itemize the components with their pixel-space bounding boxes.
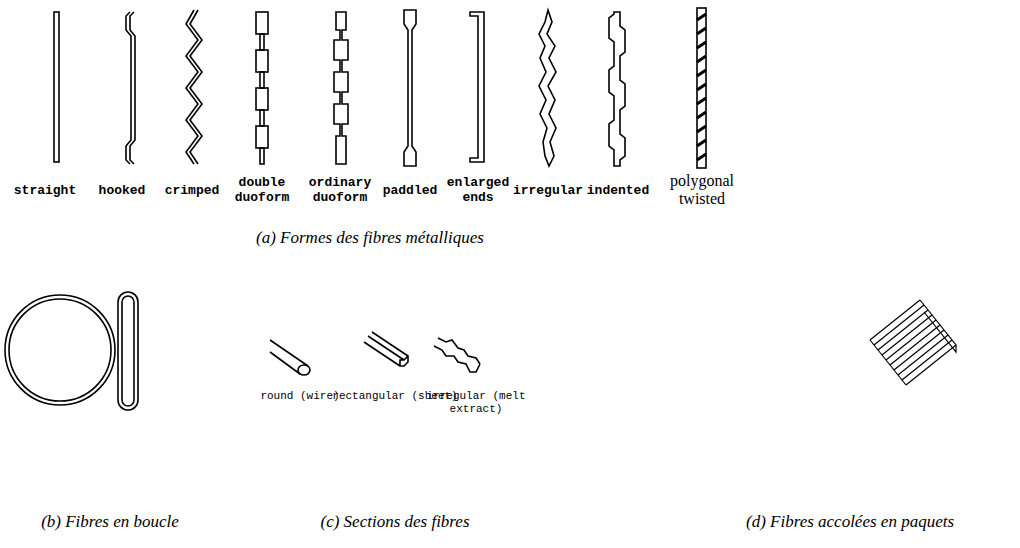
loop-fiber-circle: [5, 295, 115, 405]
fiber-shape-name: enlarged ends: [438, 176, 518, 206]
crimped-fiber: [186, 10, 202, 164]
loop-fiber-oval: [118, 292, 138, 410]
paddled-fiber: [404, 10, 416, 166]
polygonal-twisted-fiber: [697, 8, 706, 168]
fiber-shape-name: ordinary duoform: [300, 176, 380, 206]
melt-extract-section: [434, 338, 480, 372]
round-section: [270, 340, 310, 375]
sub-caption: (a) Formes des fibres métalliques: [256, 228, 484, 248]
straight-fiber: [54, 12, 59, 162]
section-name: round (wire): [260, 390, 339, 403]
irregular-fiber: [539, 10, 556, 166]
fiber-shape-name: straight: [14, 184, 76, 199]
fiber-shape-name: crimped: [165, 184, 220, 199]
sub-caption: (c) Sections des fibres: [320, 512, 469, 532]
loop-fiber-circle-inner: [9, 299, 111, 401]
rectangular-section: [364, 332, 408, 366]
loop-fiber-oval-inner: [122, 296, 134, 406]
fiber-shape-name: polygonal twisted: [657, 172, 747, 209]
fiber-shape-name: double duoform: [227, 176, 297, 206]
sub-caption: (b) Fibres en boucle: [41, 512, 179, 532]
double-duoform-fiber: [256, 12, 268, 164]
sub-caption: (d) Fibres accolées en paquets: [746, 512, 954, 532]
fiber-shape-name: hooked: [99, 184, 146, 199]
fiber-shape-name: irregular: [513, 184, 583, 199]
hooked-fiber: [126, 12, 135, 164]
enlarged-ends-fiber: [470, 12, 484, 162]
indented-fiber: [609, 12, 625, 166]
fiber-shape-name: paddled: [383, 184, 438, 199]
fiber-shape-name: indented: [587, 184, 649, 199]
ordinary-duoform-fiber: [334, 12, 348, 164]
glued-fiber-bundle: [870, 300, 956, 385]
section-name: irregular (melt extract): [422, 390, 530, 415]
